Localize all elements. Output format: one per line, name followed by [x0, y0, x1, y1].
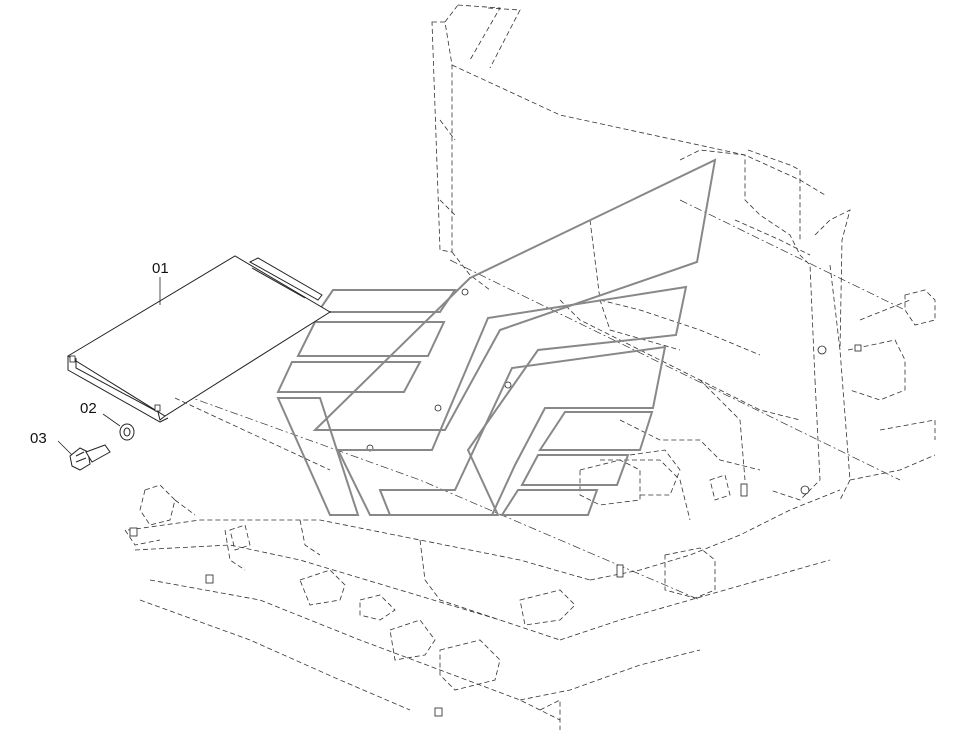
part-01-cover-plate: [67, 255, 331, 471]
part-03-bolt: [69, 444, 111, 471]
part-02-washer: [119, 423, 135, 441]
machine-frame: [124, 4, 936, 730]
callout-03: 03: [30, 430, 47, 447]
watermark-logo: [276, 158, 717, 516]
callout-01: 01: [152, 260, 169, 277]
leader-lines: [57, 277, 161, 456]
callout-02: 02: [80, 400, 97, 417]
